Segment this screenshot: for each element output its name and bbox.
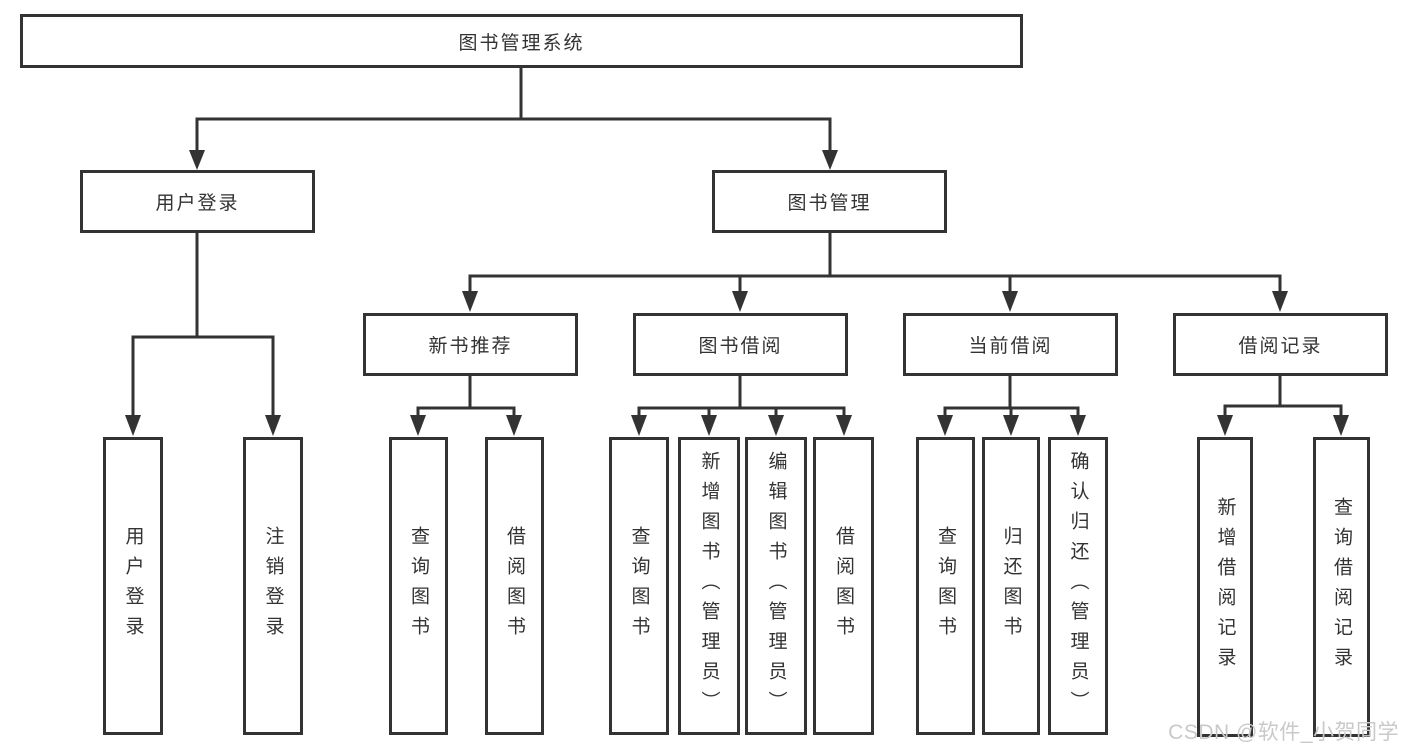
node-leaf-query-book-2: 查询图书 <box>609 437 669 735</box>
arrow-down-icon <box>265 415 281 436</box>
node-book-mgmt: 图书管理 <box>712 170 947 233</box>
node-leaf-query-book-3: 查询图书 <box>916 437 975 735</box>
node-leaf-add-book-label: 新增图书（管理员） <box>698 451 720 721</box>
node-leaf-query-record-label: 查询借阅记录 <box>1331 497 1352 677</box>
node-leaf-logout-label: 注销登录 <box>262 526 284 646</box>
node-leaf-add-record-label: 新增借阅记录 <box>1214 497 1236 677</box>
arrowheads <box>125 150 1349 436</box>
node-leaf-return-book-label: 归还图书 <box>1000 526 1022 646</box>
node-book-borrow-label: 图书借阅 <box>698 336 783 357</box>
arrow-down-icon <box>1003 415 1019 436</box>
connector-user-login-children <box>131 231 275 419</box>
node-root: 图书管理系统 <box>20 14 1023 68</box>
node-leaf-return-book: 归还图书 <box>982 437 1040 735</box>
arrow-down-icon <box>1002 291 1018 312</box>
arrow-down-icon <box>1272 291 1288 312</box>
connector-new-book-rec-children <box>416 374 516 419</box>
node-book-borrow: 图书借阅 <box>633 313 848 376</box>
node-current-borrow: 当前借阅 <box>903 313 1118 376</box>
node-new-book-rec: 新书推荐 <box>363 313 578 376</box>
node-leaf-user-login: 用户登录 <box>103 437 163 735</box>
node-leaf-query-book-2-label: 查询图书 <box>628 526 650 646</box>
connector-book-mgmt-children <box>468 231 1282 295</box>
arrow-down-icon <box>410 415 426 436</box>
node-leaf-query-book-1: 查询图书 <box>389 437 448 735</box>
node-leaf-edit-book-label: 编辑图书（管理员） <box>765 451 787 721</box>
node-leaf-query-record: 查询借阅记录 <box>1313 437 1370 737</box>
node-current-borrow-label: 当前借阅 <box>968 336 1053 357</box>
node-borrow-records: 借阅记录 <box>1173 313 1388 376</box>
node-leaf-add-record: 新增借阅记录 <box>1197 437 1253 737</box>
node-leaf-edit-book: 编辑图书（管理员） <box>745 437 807 735</box>
node-leaf-user-login-label: 用户登录 <box>122 526 144 646</box>
connector-book-borrow-children <box>637 374 846 419</box>
node-leaf-borrow-book-1: 借阅图书 <box>485 437 544 735</box>
arrow-down-icon <box>462 291 478 312</box>
node-leaf-query-book-1-label: 查询图书 <box>408 526 429 646</box>
arrow-down-icon <box>1070 415 1086 436</box>
node-leaf-add-book: 新增图书（管理员） <box>678 437 740 735</box>
node-borrow-records-label: 借阅记录 <box>1238 336 1323 357</box>
node-leaf-query-book-3-label: 查询图书 <box>935 526 956 646</box>
node-new-book-rec-label: 新书推荐 <box>428 336 513 357</box>
arrow-down-icon <box>1333 415 1349 436</box>
arrow-down-icon <box>822 150 838 170</box>
connector-borrow-records-children <box>1223 374 1343 419</box>
node-leaf-logout: 注销登录 <box>243 437 303 735</box>
connector-root-to-level2 <box>195 66 832 154</box>
arrow-down-icon <box>1217 415 1233 436</box>
node-leaf-confirm-return: 确认归还（管理员） <box>1048 437 1108 735</box>
connector-current-borrow-children <box>943 374 1080 419</box>
csdn-watermark: CSDN @软件_小贺同学 <box>1168 721 1399 744</box>
arrow-down-icon <box>506 415 522 436</box>
arrow-down-icon <box>125 415 141 436</box>
node-user-login: 用户登录 <box>80 170 315 233</box>
node-leaf-confirm-return-label: 确认归还（管理员） <box>1067 451 1089 721</box>
node-leaf-borrow-book-2: 借阅图书 <box>813 437 874 735</box>
arrow-down-icon <box>732 291 748 312</box>
arrow-down-icon <box>701 415 717 436</box>
node-leaf-borrow-book-1-label: 借阅图书 <box>504 526 525 646</box>
node-root-label: 图书管理系统 <box>458 32 585 54</box>
node-leaf-borrow-book-2-label: 借阅图书 <box>833 526 854 646</box>
arrow-down-icon <box>836 415 852 436</box>
arrow-down-icon <box>768 415 784 436</box>
arrow-down-icon <box>189 150 205 170</box>
arrow-down-icon <box>937 415 953 436</box>
node-book-mgmt-label: 图书管理 <box>787 193 872 214</box>
node-user-login-label: 用户登录 <box>155 193 240 214</box>
arrow-down-icon <box>631 415 647 436</box>
